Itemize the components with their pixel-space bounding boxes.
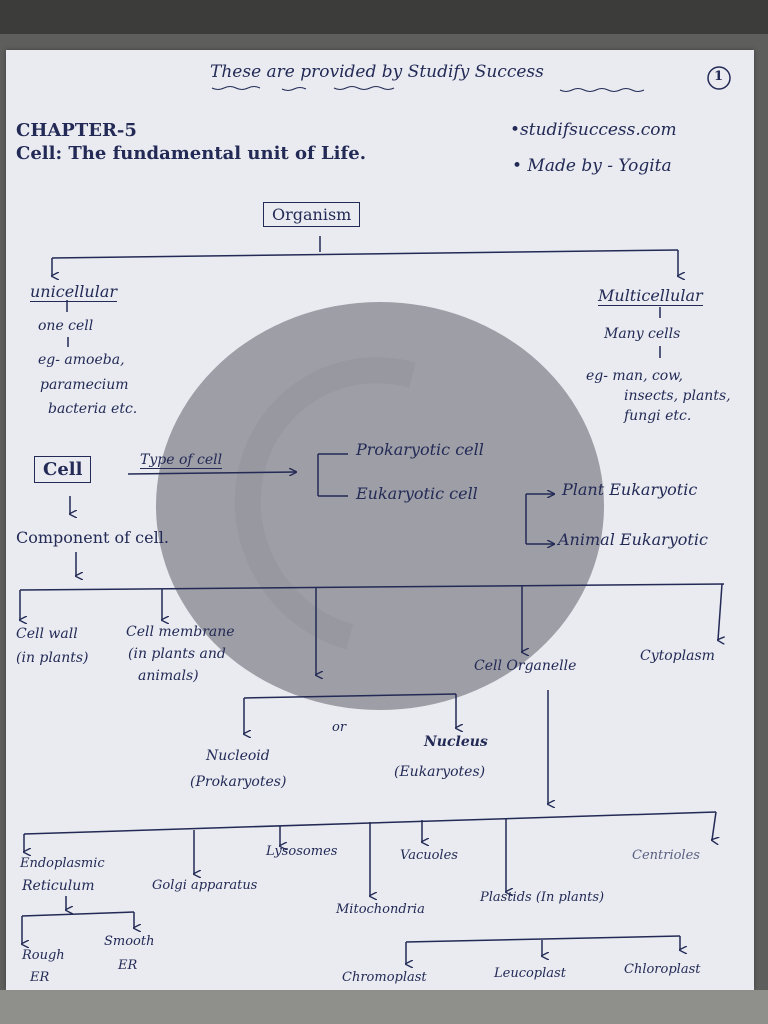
rough-er-suffix: ER [30,970,50,985]
chromoplast: Chromoplast [342,970,427,985]
author-credit: • Made by - Yogita [512,156,672,176]
cell-wall: Cell wall [16,626,78,642]
reticulum: Reticulum [22,878,95,894]
type-of-cell-label: Type of cell [140,452,223,469]
chapter-number: CHAPTER-5 [16,120,137,141]
organism-box: Organism [263,202,361,227]
rough-er: Rough [22,948,65,963]
background-top [0,0,768,34]
animal-eukaryotic: Animal Eukaryotic [558,530,708,549]
unicellular-example-2: paramecium [40,377,129,393]
component-of-cell: Component of cell. [16,528,169,547]
golgi-apparatus: Golgi apparatus [152,878,258,893]
watermark-logo [156,302,604,710]
eukaryotic-cell: Eukaryotic cell [356,484,478,503]
multicellular-label: Multicellular [598,286,703,306]
prokaryotic-cell: Prokaryotic cell [356,440,484,459]
cell-membrane: Cell membrane [126,624,235,640]
chloroplast: Chloroplast [624,962,701,977]
nucleoid: Nucleoid [206,748,270,764]
cell-wall-note: (in plants) [16,650,89,666]
multicellular-example-1: eg- man, cow, [586,368,684,384]
cell-membrane-note-1: (in plants and [128,646,226,662]
endoplasmic: Endoplasmic [20,856,105,871]
plastids: Plastids (In plants) [480,890,605,905]
leucoplast: Leucoplast [494,966,566,981]
cytoplasm: Cytoplasm [640,648,715,664]
unicellular-desc: one cell [38,318,94,334]
or-label: or [332,720,347,735]
mitochondria: Mitochondria [336,902,425,917]
nucleus: Nucleus [424,734,488,750]
unicellular-label: unicellular [30,282,117,302]
centrioles: Centrioles [632,848,700,863]
multicellular-example-3: fungi etc. [624,408,692,424]
cell-organelle: Cell Organelle [474,658,577,674]
unicellular-example-3: bacteria etc. [48,401,138,417]
plant-eukaryotic: Plant Eukaryotic [562,480,698,499]
website-credit: •studifsuccess.com [510,120,677,140]
multicellular-example-2: insects, plants, [624,388,731,404]
page-number: 1 [714,69,724,84]
smooth-er-suffix: ER [118,958,138,973]
cell-box: Cell [34,456,92,483]
provided-by-header: These are provided by Studify Success [210,62,544,82]
vacuoles: Vacuoles [400,848,458,863]
chapter-title: Cell: The fundamental unit of Life. [16,143,366,164]
nucleoid-note: (Prokaryotes) [190,774,287,790]
cell-membrane-note-2: animals) [138,668,199,684]
background-bottom [0,990,768,1024]
nucleus-note: (Eukaryotes) [394,764,486,780]
unicellular-example-1: eg- amoeba, [38,352,125,368]
lysosomes: Lysosomes [266,844,338,859]
smooth-er: Smooth [104,934,155,949]
multicellular-desc: Many cells [604,326,681,342]
